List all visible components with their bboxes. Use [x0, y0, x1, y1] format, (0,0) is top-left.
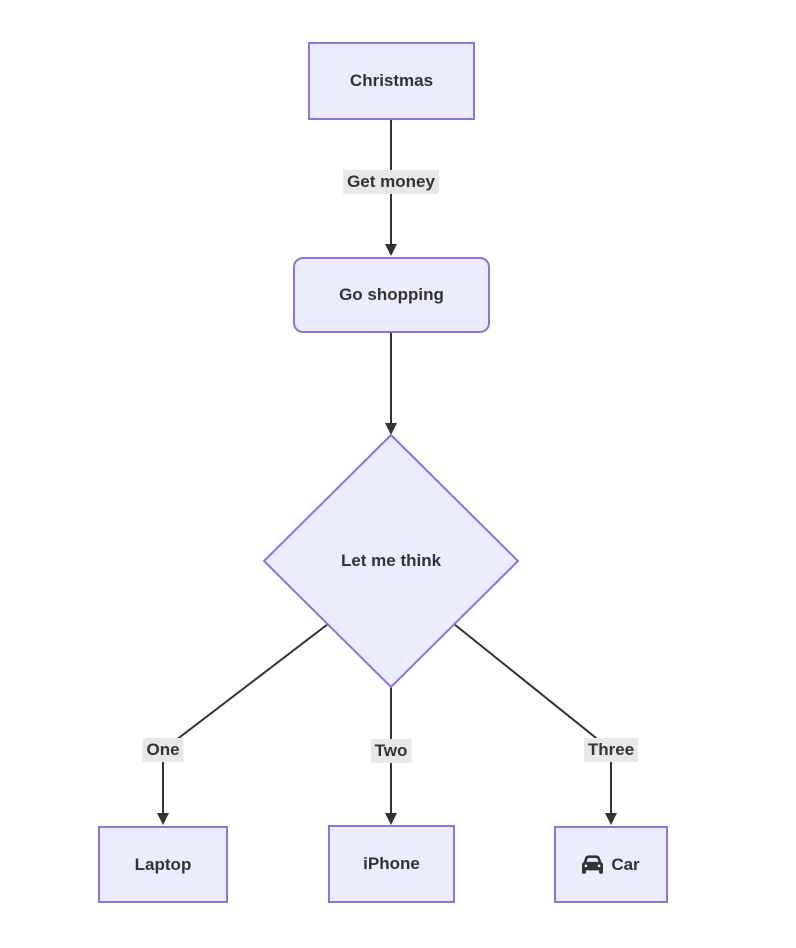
node-go-shopping: Go shopping [293, 257, 490, 333]
node-laptop-label: Laptop [134, 854, 192, 874]
node-iphone: iPhone [328, 825, 455, 903]
decision-diamond-shape [262, 433, 520, 689]
node-iphone-label: iPhone [363, 854, 420, 873]
node-laptop: Laptop [98, 826, 228, 903]
edge-label-two: Two [370, 738, 412, 764]
node-car: Car [554, 826, 668, 903]
node-decision: Let me think [341, 551, 441, 571]
edge-decision-laptop [157, 623, 329, 825]
node-go-shopping-label: Go shopping [339, 285, 444, 304]
car-icon [582, 855, 604, 874]
node-car-label: Car [611, 854, 640, 874]
node-christmas: Christmas [308, 42, 475, 120]
edge-label-get-money: Get money [343, 169, 439, 195]
edge-decision-car [453, 623, 617, 825]
node-christmas-label: Christmas [349, 71, 434, 90]
edge-label-one: One [142, 737, 184, 763]
node-decision-label: Let me think [340, 551, 442, 570]
edge-label-three: Three [583, 737, 639, 763]
